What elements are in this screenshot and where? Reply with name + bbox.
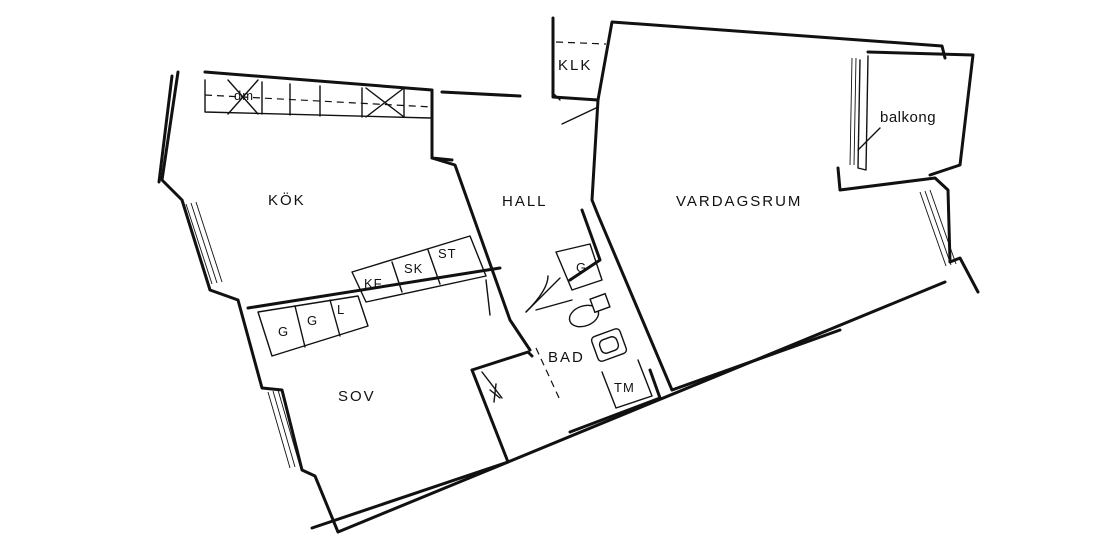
interior-walls (246, 55, 869, 530)
appliance-row (257, 295, 369, 357)
room-label-sov: SOV (338, 388, 376, 405)
wall-cabinets (204, 79, 433, 119)
fixture-label-st: ST (438, 246, 457, 261)
hall-wardrobe (555, 243, 603, 291)
fixture-label-g2: G (307, 313, 318, 328)
fixture-label-g-hall: G (576, 260, 587, 275)
bath-fixtures (568, 292, 653, 409)
outer-walls (157, 16, 980, 534)
kitchen-counter (351, 235, 487, 303)
door-swings (481, 107, 881, 403)
room-label-kok: KÖK (268, 191, 306, 209)
fixture-label-kf: KF (364, 276, 383, 291)
fixture-label-g1: G (278, 324, 289, 339)
fixture-label-dm: dm (234, 88, 254, 103)
klk-closet (551, 41, 607, 101)
room-label-balkong: balkong (880, 109, 936, 126)
window-marks (185, 57, 957, 469)
room-label-vardagsrum: VARDAGSRUM (676, 193, 802, 210)
room-label-klk: KLK (558, 57, 592, 74)
fixture-label-sk: SK (404, 261, 423, 276)
room-label-hall: HALL (502, 193, 548, 210)
fixture-label-tm: TM (614, 380, 635, 395)
fixture-label-l: L (337, 302, 345, 317)
room-label-bad: BAD (548, 349, 585, 366)
